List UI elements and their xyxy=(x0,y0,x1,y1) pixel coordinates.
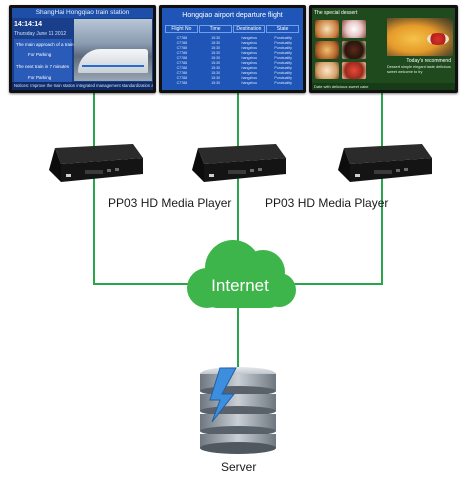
recommend-caption: Today's recommend xyxy=(406,58,451,64)
internet-label: Internet xyxy=(211,276,269,295)
flight-cell: Punctuality xyxy=(274,36,292,40)
connector-right-horizontal xyxy=(287,283,383,285)
flight-cell: Punctuality xyxy=(274,46,292,50)
flight-cell: 15:30 xyxy=(211,41,221,45)
flight-cell: C7788 xyxy=(176,56,188,60)
flight-row: C7788 15:30 hangzhou Punctuality xyxy=(165,36,300,41)
flight-cell: Punctuality xyxy=(274,41,292,45)
screen-footer: Date with delicious sweet cake xyxy=(312,83,455,90)
display-screen-restaurant: The special dessert Today's recommend De… xyxy=(309,5,458,93)
display-screen-train-station: ShangHai Hongqiao train station 14:14:14… xyxy=(9,5,156,93)
server-icon xyxy=(200,367,276,454)
connector-left-horizontal xyxy=(93,283,193,285)
flight-column-header: Time xyxy=(198,25,232,33)
flight-cell: 15:30 xyxy=(211,56,221,60)
media-player-label: PP03 HD Media Player xyxy=(265,196,389,210)
flight-cell: C7788 xyxy=(176,41,188,45)
flight-cell: C7788 xyxy=(176,61,188,65)
flight-cell: Punctuality xyxy=(274,66,292,70)
flight-cell: C7788 xyxy=(176,71,188,75)
flight-cell: C7788 xyxy=(176,66,188,70)
server-label: Server xyxy=(221,460,257,474)
flight-cell: 15:30 xyxy=(211,61,221,65)
screen-footer: Notices: Improve the train station integ… xyxy=(12,82,153,90)
dessert-photo xyxy=(315,62,339,79)
flight-row: C7788 15:30 hangzhou Punctuality xyxy=(165,56,300,61)
flight-cell: hangzhou xyxy=(241,76,258,80)
flight-cell: hangzhou xyxy=(241,36,258,40)
flight-row: C7788 15:30 hangzhou Punctuality xyxy=(165,41,300,46)
dessert-photo xyxy=(342,41,366,59)
flight-cell: Punctuality xyxy=(274,56,292,60)
flight-column-header: Destination xyxy=(232,25,266,33)
display-screen-airport: Hongqiao airport departure flight Flight… xyxy=(159,5,306,93)
flight-row: C7788 15:30 hangzhou Punctuality xyxy=(165,61,300,66)
flight-cell: hangzhou xyxy=(241,41,258,45)
dessert-photo xyxy=(342,62,366,79)
flight-cell: hangzhou xyxy=(241,66,258,70)
info-line: For Parking xyxy=(28,75,52,80)
flight-cell: 15:30 xyxy=(211,71,221,75)
flight-cell: 15:30 xyxy=(211,51,221,55)
flight-column-header: State xyxy=(266,25,299,33)
flight-cell: Punctuality xyxy=(274,76,292,80)
flight-cell: C7788 xyxy=(176,51,188,55)
screen-header: ShangHai Hongqiao train station xyxy=(12,8,153,18)
flight-cell: 15:30 xyxy=(211,81,221,85)
flight-cell: C7788 xyxy=(176,36,188,40)
train-photo xyxy=(74,19,152,81)
flight-row: C7788 15:30 hangzhou Punctuality xyxy=(165,46,300,51)
dessert-photo xyxy=(315,20,339,38)
media-player-device xyxy=(338,144,432,182)
dessert-photo xyxy=(315,41,339,59)
flight-cell: hangzhou xyxy=(241,71,258,75)
info-line: The main approach of a train xyxy=(16,42,74,47)
flight-row: C7788 15:30 hangzhou Punctuality xyxy=(165,76,300,81)
sauce-plate xyxy=(427,33,449,45)
flight-cell: hangzhou xyxy=(241,51,258,55)
flight-cell: hangzhou xyxy=(241,46,258,50)
flight-row: C7788 15:30 hangzhou Punctuality xyxy=(165,66,300,71)
flight-cell: Punctuality xyxy=(274,81,292,85)
flight-row: C7788 15:30 hangzhou Punctuality xyxy=(165,51,300,56)
flight-cell: Punctuality xyxy=(274,61,292,65)
flight-row: C7788 15:30 hangzhou Punctuality xyxy=(165,81,300,86)
flight-cell: 15:30 xyxy=(211,76,221,80)
flight-row: C7788 15:30 hangzhou Punctuality xyxy=(165,71,300,76)
flight-cell: C7788 xyxy=(176,76,188,80)
flight-cell: hangzhou xyxy=(241,56,258,60)
internet-cloud-icon xyxy=(187,240,296,308)
connector-server-vertical xyxy=(237,305,239,367)
screen-header: Hongqiao airport departure flight xyxy=(182,12,283,19)
recommend-description: Dessert simple elegant taste delicious s… xyxy=(387,65,451,74)
info-panel: The main approach of a train For Parking… xyxy=(14,39,74,84)
flight-cell: C7788 xyxy=(176,46,188,50)
flight-cell: Punctuality xyxy=(274,71,292,75)
flight-cell: 15:30 xyxy=(211,46,221,50)
flight-cell: 15:30 xyxy=(211,36,221,40)
flight-cell: 15:30 xyxy=(211,66,221,70)
media-player-device xyxy=(49,144,143,182)
media-player-label: PP03 HD Media Player xyxy=(108,196,232,210)
screen-date: Thursday June 11 2012 xyxy=(14,31,67,37)
flight-cell: C7788 xyxy=(176,81,188,85)
flight-column-header: Flight No xyxy=(165,25,198,33)
media-player-device xyxy=(192,144,286,182)
flight-cell: hangzhou xyxy=(241,61,258,65)
train-image xyxy=(78,49,148,73)
flight-cell: Punctuality xyxy=(274,51,292,55)
dessert-photo xyxy=(342,20,366,38)
screen-clock: 14:14:14 xyxy=(14,21,43,28)
connector-left-vertical xyxy=(93,93,95,283)
connector-right-vertical xyxy=(381,93,383,283)
info-line: For Parking xyxy=(28,52,52,57)
screen-header: The special dessert xyxy=(314,10,358,16)
train-stripe xyxy=(82,65,144,67)
info-line: The next train in 7 minutes xyxy=(16,64,70,69)
flight-cell: hangzhou xyxy=(241,81,258,85)
